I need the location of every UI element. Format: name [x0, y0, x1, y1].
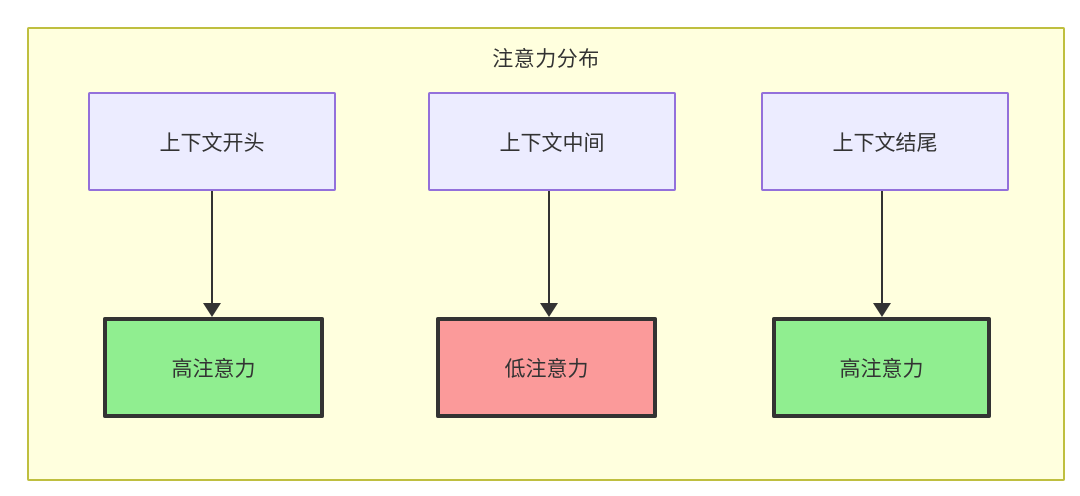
- node-low-attention-middle[interactable]: 低注意力: [436, 317, 657, 418]
- node-high-attention-start-label: 高注意力: [171, 357, 256, 381]
- node-context-end-label: 上下文结尾: [832, 131, 938, 155]
- node-context-start-label: 上下文开头: [159, 131, 265, 155]
- node-context-end[interactable]: 上下文结尾: [761, 92, 1009, 191]
- node-high-attention-start[interactable]: 高注意力: [103, 317, 324, 418]
- node-context-start[interactable]: 上下文开头: [88, 92, 336, 191]
- subgraph-title: 注意力分布: [492, 48, 600, 71]
- node-low-attention-middle-label: 低注意力: [504, 357, 589, 381]
- node-context-middle[interactable]: 上下文中间: [428, 92, 676, 191]
- node-high-attention-end-label: 高注意力: [839, 357, 924, 381]
- node-context-middle-label: 上下文中间: [499, 131, 605, 155]
- node-high-attention-end[interactable]: 高注意力: [772, 317, 991, 418]
